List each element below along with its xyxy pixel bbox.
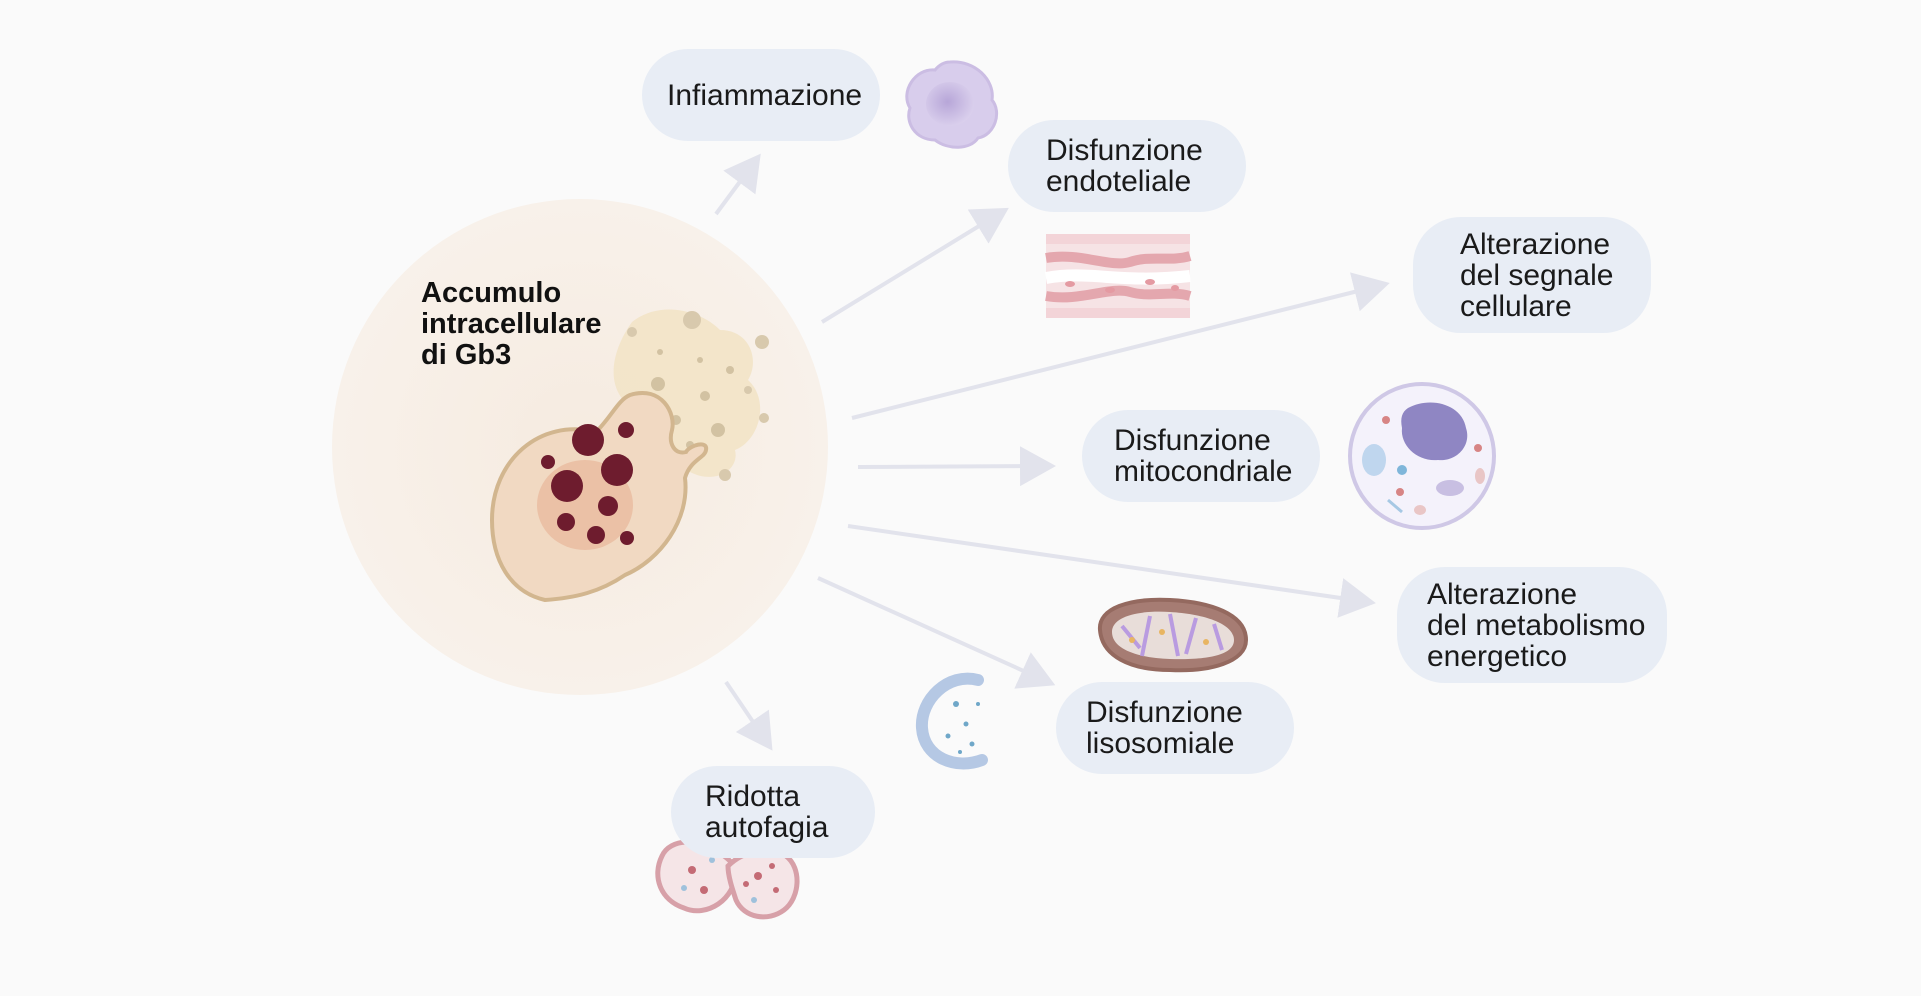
lysosome-icon <box>915 672 988 770</box>
pill-text: Alterazione <box>1460 227 1611 261</box>
inflammatory-cell-icon <box>905 60 998 149</box>
center-title-line: Accumulo <box>421 277 562 309</box>
pill-text: Disfunzione <box>1086 696 1243 729</box>
blood-vessel-icon <box>1044 234 1192 318</box>
pill-text: cellulare <box>1460 289 1572 323</box>
pill-alterazione-segnale: Alterazione del segnale cellulare <box>1413 217 1651 333</box>
arrow-to-alterazione-metabolismo <box>847 524 1376 618</box>
arrow-to-alterazione-segnale <box>851 272 1390 420</box>
pill-disfunzione-mitocondriale: Disfunzione mitocondriale <box>1082 410 1320 502</box>
pill-text: Alterazione <box>1427 577 1578 611</box>
arrow-to-disfunzione-lisosomiale <box>817 576 1056 689</box>
pill-text: Ridotta <box>705 780 801 813</box>
arrow-to-ridotta-autofagia <box>724 680 773 751</box>
autophagy-icon <box>655 839 800 920</box>
pill-disfunzione-lisosomiale: Disfunzione lisosomiale <box>1056 682 1294 774</box>
mitochondrion-icon <box>1097 597 1249 673</box>
pill-text: del segnale <box>1460 258 1614 292</box>
gb3-cell <box>489 391 709 603</box>
pill-alterazione-metabolismo: Alterazione del metabolismo energetico <box>1397 567 1667 683</box>
pill-ridotta-autofagia: Ridotta autofagia <box>671 766 875 858</box>
pill-text: Disfunzione <box>1046 134 1203 167</box>
arrow-to-infiammazione <box>714 153 761 216</box>
center-title-line: intracellulare <box>421 308 602 340</box>
pill-text: del metabolismo <box>1427 608 1646 642</box>
pill-text: Infiammazione <box>667 78 863 112</box>
center-title: Accumulo intracellulare di Gb3 <box>421 278 602 371</box>
pill-text: endoteliale <box>1046 165 1192 198</box>
pill-text: autofagia <box>705 811 829 844</box>
arrow-to-disfunzione-endoteliale <box>820 207 1009 324</box>
pill-disfunzione-endoteliale: Disfunzione endoteliale <box>1008 120 1246 212</box>
center-title-line: di Gb3 <box>421 339 512 371</box>
pill-text: energetico <box>1427 639 1568 673</box>
pill-text: Disfunzione <box>1114 424 1271 457</box>
pill-infiammazione: Infiammazione <box>642 49 880 141</box>
pill-text: mitocondriale <box>1114 455 1293 488</box>
cell-nucleus-icon <box>1348 382 1496 530</box>
pill-text: lisosomiale <box>1086 727 1235 760</box>
arrow-to-disfunzione-mitocondriale <box>857 446 1056 487</box>
